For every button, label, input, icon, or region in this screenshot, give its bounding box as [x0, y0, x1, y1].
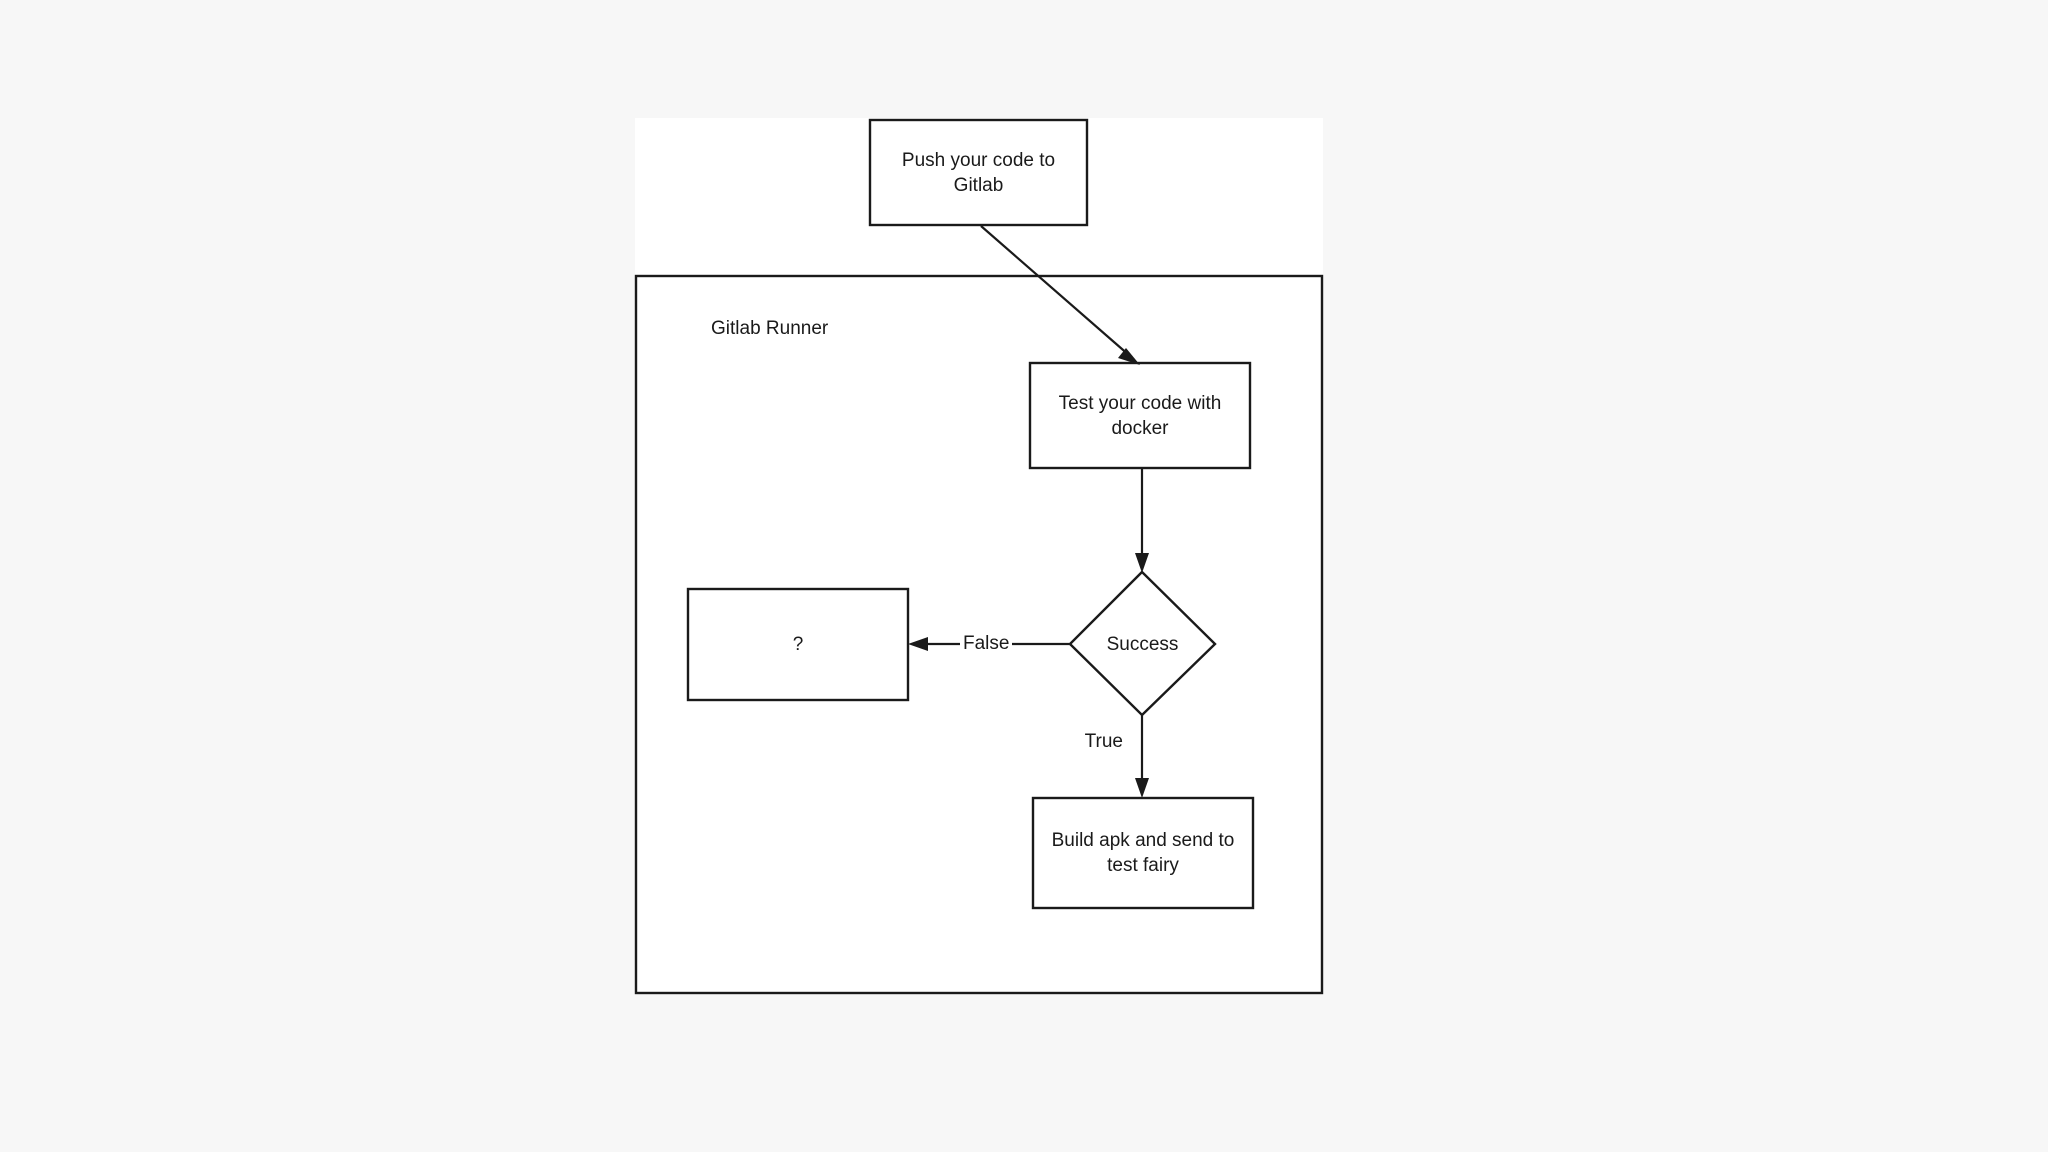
group-title-gitlab-runner: Gitlab Runner [711, 318, 829, 339]
node-label-success-decision: Success [1106, 633, 1179, 655]
edge-success-false-arrowhead [908, 637, 928, 651]
group-box-gitlab-runner[interactable] [634, 274, 1324, 995]
node-build-apk[interactable] [1031, 796, 1255, 910]
node-label-test-code: Test your code with docker [1058, 392, 1222, 439]
edge-label-false: False [960, 633, 1013, 655]
node-test-code[interactable] [1028, 361, 1252, 470]
edge-label-true: True [1081, 731, 1126, 753]
edge-push-to-test[interactable] [980, 225, 1131, 357]
node-label-unknown: ? [792, 634, 804, 655]
node-label-push-code: Push your code to Gitlab [901, 149, 1056, 196]
node-unknown[interactable] [686, 587, 910, 702]
node-push-code[interactable] [868, 118, 1089, 227]
edge-test-to-success-arrowhead [1135, 553, 1149, 573]
node-label-build-apk: Build apk and send to test fairy [1051, 830, 1235, 876]
edge-push-to-test-arrowhead [1118, 348, 1140, 365]
edge-success-true-arrowhead [1135, 778, 1149, 798]
